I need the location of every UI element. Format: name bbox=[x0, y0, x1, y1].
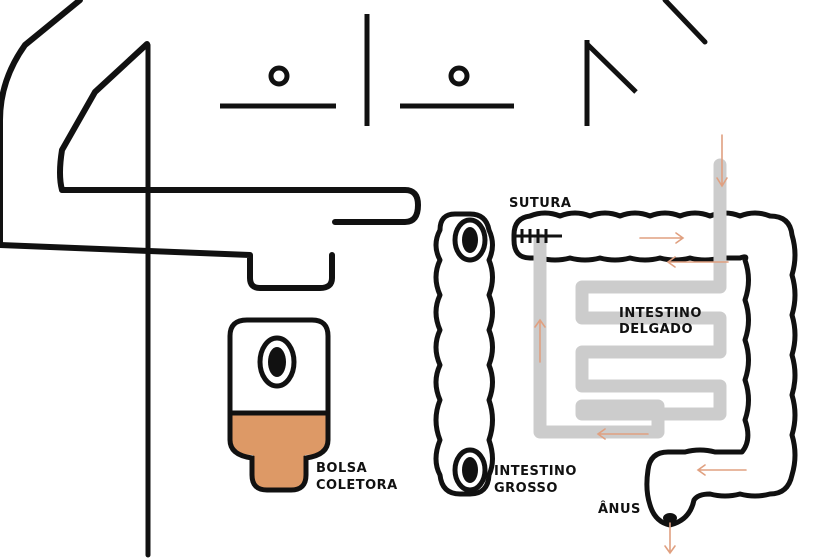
face-marks bbox=[220, 14, 638, 126]
flow-arrows bbox=[534, 134, 747, 555]
arrow-down-top bbox=[716, 134, 728, 188]
intestino-grosso bbox=[433, 210, 798, 528]
bag-fill bbox=[231, 414, 327, 490]
label-bolsa-1: BOLSA bbox=[316, 461, 368, 476]
sutura-mark bbox=[516, 229, 562, 243]
small-intestine-path bbox=[533, 158, 727, 439]
stoma-colon-top-center bbox=[462, 227, 478, 253]
stoma-center bbox=[268, 347, 286, 377]
arrow-left-bottom bbox=[696, 464, 747, 476]
label-bolsa-2: COLETORA bbox=[316, 478, 398, 493]
colon-left-segment bbox=[433, 211, 495, 497]
arrow-up-left bbox=[534, 318, 546, 363]
label-intestino-grosso-1: INTESTINO bbox=[494, 464, 577, 479]
nose-mark bbox=[584, 40, 638, 126]
arrow-left-low bbox=[596, 428, 649, 440]
arm-outline bbox=[57, 41, 421, 225]
head-outline bbox=[0, 0, 335, 291]
eye-left bbox=[268, 65, 290, 87]
stoma-colon-bottom-center bbox=[462, 457, 478, 483]
label-intestino-grosso-2: GROSSO bbox=[494, 481, 558, 496]
arrow-right-top bbox=[639, 232, 685, 244]
label-sutura: SUTURA bbox=[509, 196, 572, 211]
intestino-delgado bbox=[533, 158, 727, 439]
bag-outline bbox=[227, 317, 331, 493]
bolsa-coletora bbox=[227, 317, 331, 493]
anus-opening bbox=[663, 513, 677, 523]
label-intestino-delgado-2: DELGADO bbox=[619, 322, 694, 337]
arrow-left-mid bbox=[666, 256, 729, 268]
arrow-down-anus bbox=[664, 522, 676, 555]
label-anus: ÂNUS bbox=[598, 502, 641, 517]
person-silhouette bbox=[0, 0, 708, 558]
eye-right bbox=[448, 65, 470, 87]
label-intestino-delgado-1: INTESTINO bbox=[619, 306, 702, 321]
neck-line bbox=[662, 0, 708, 45]
